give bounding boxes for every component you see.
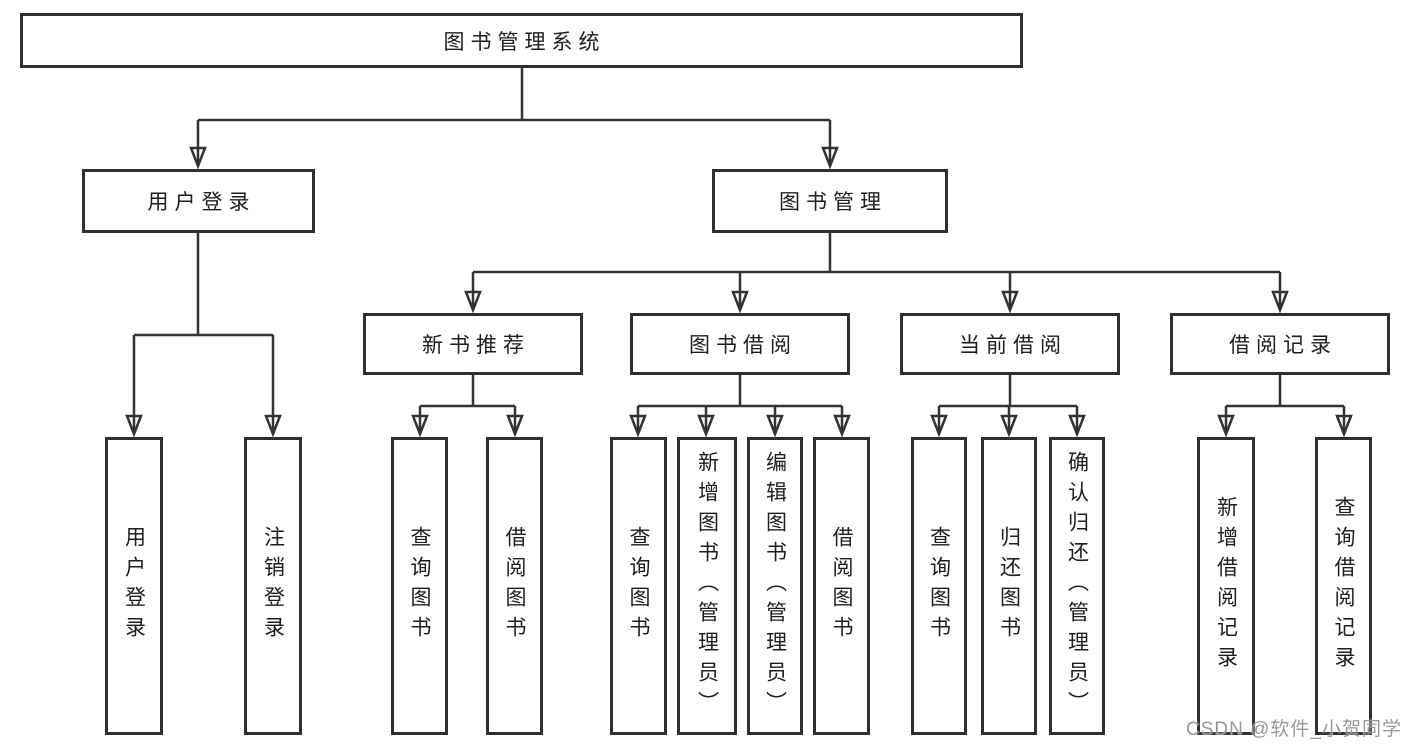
node-book-borrow: 图书借阅: [630, 313, 850, 375]
connector-root-to-level2: [189, 68, 839, 170]
connector-user-login-children: [125, 233, 282, 438]
node-label: 新书推荐: [422, 334, 530, 357]
node-label: 用户登录: [147, 191, 256, 214]
node-label: 图书管理: [779, 191, 887, 214]
leaf-query-books-current: 查询图书: [911, 437, 967, 735]
connector-book-borrow-children: [629, 375, 851, 438]
leaf-confirm-return-admin: 确认归还（管理员）: [1049, 437, 1105, 735]
node-label: 查询图书: [627, 526, 650, 646]
connector-current-borrow-children: [930, 375, 1086, 438]
node-label: 借阅图书: [830, 526, 853, 646]
connector-book-management-children: [464, 233, 1289, 314]
node-label: 编辑图书（管理员）: [763, 451, 787, 721]
leaf-return-books: 归还图书: [981, 437, 1037, 735]
node-label: 查询图书: [408, 526, 431, 646]
node-current-borrow: 当前借阅: [900, 313, 1120, 375]
leaf-query-books-recommend: 查询图书: [391, 437, 448, 735]
leaf-add-books-admin: 新增图书（管理员）: [677, 437, 737, 735]
leaf-query-books-borrow: 查询图书: [610, 437, 667, 735]
node-label: 归还图书: [997, 526, 1021, 646]
connector-new-book-recommend-children: [411, 375, 524, 438]
node-label: 确认归还（管理员）: [1065, 451, 1089, 721]
node-user-login: 用户登录: [82, 169, 315, 233]
node-label: 注销登录: [261, 526, 285, 646]
connector-borrow-records-children: [1217, 375, 1353, 438]
node-label: 查询借阅记录: [1332, 496, 1355, 676]
node-label: 借阅记录: [1229, 334, 1337, 357]
node-label: 查询图书: [927, 526, 951, 646]
node-label: 图书借阅: [689, 334, 797, 357]
node-root: 图书管理系统: [20, 13, 1023, 68]
node-label: 借阅图书: [503, 526, 526, 646]
node-borrow-records: 借阅记录: [1170, 313, 1390, 375]
leaf-add-borrow-record: 新增借阅记录: [1197, 437, 1255, 735]
leaf-borrow-books-recommend: 借阅图书: [486, 437, 543, 735]
leaf-borrow-books: 借阅图书: [813, 437, 870, 735]
node-label: 图书管理系统: [443, 30, 606, 54]
node-new-book-recommend: 新书推荐: [363, 313, 583, 375]
leaf-edit-books-admin: 编辑图书（管理员）: [747, 437, 803, 735]
leaf-user-login: 用户登录: [105, 437, 163, 735]
node-book-management: 图书管理: [712, 169, 948, 233]
node-label: 用户登录: [122, 526, 146, 646]
node-label: 新增图书（管理员）: [695, 451, 719, 721]
node-label: 当前借阅: [959, 334, 1067, 357]
node-label: 新增借阅记录: [1214, 496, 1238, 676]
watermark: CSDN @软件_小贺同学: [1186, 719, 1402, 740]
leaf-query-borrow-record: 查询借阅记录: [1315, 437, 1372, 735]
leaf-logout: 注销登录: [244, 437, 302, 735]
